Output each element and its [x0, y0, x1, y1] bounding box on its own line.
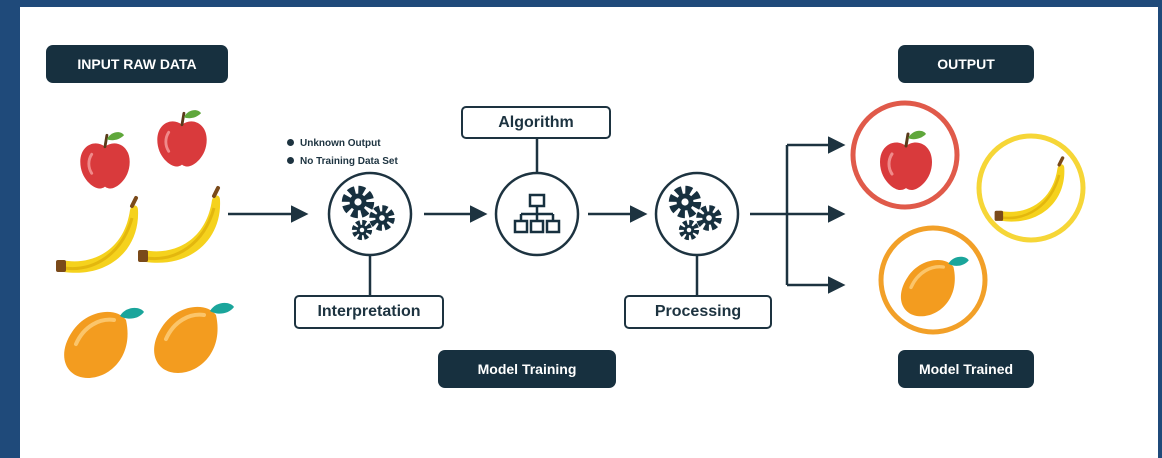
note-unknown-output: Unknown Output	[287, 135, 398, 153]
banana-icon	[136, 186, 223, 265]
note-no-training-data: No Training Data Set	[287, 153, 398, 171]
algorithm-label: Algorithm	[461, 106, 611, 139]
apple-icon	[155, 108, 209, 168]
model-training-label: Model Training	[438, 350, 616, 388]
mango-icon	[152, 300, 236, 375]
processing-label: Processing	[624, 295, 772, 329]
apple-icon	[78, 130, 132, 190]
mango-icon	[62, 305, 146, 380]
notes-list: Unknown Output No Training Data Set	[287, 135, 398, 171]
output-label: OUTPUT	[898, 45, 1034, 83]
input-raw-data-label: INPUT RAW DATA	[46, 45, 228, 83]
model-trained-label: Model Trained	[898, 350, 1034, 388]
output-banana-ring	[976, 133, 1086, 243]
interpretation-label: Interpretation	[294, 295, 444, 329]
banana-icon	[54, 196, 141, 275]
hierarchy-icon	[513, 193, 561, 234]
